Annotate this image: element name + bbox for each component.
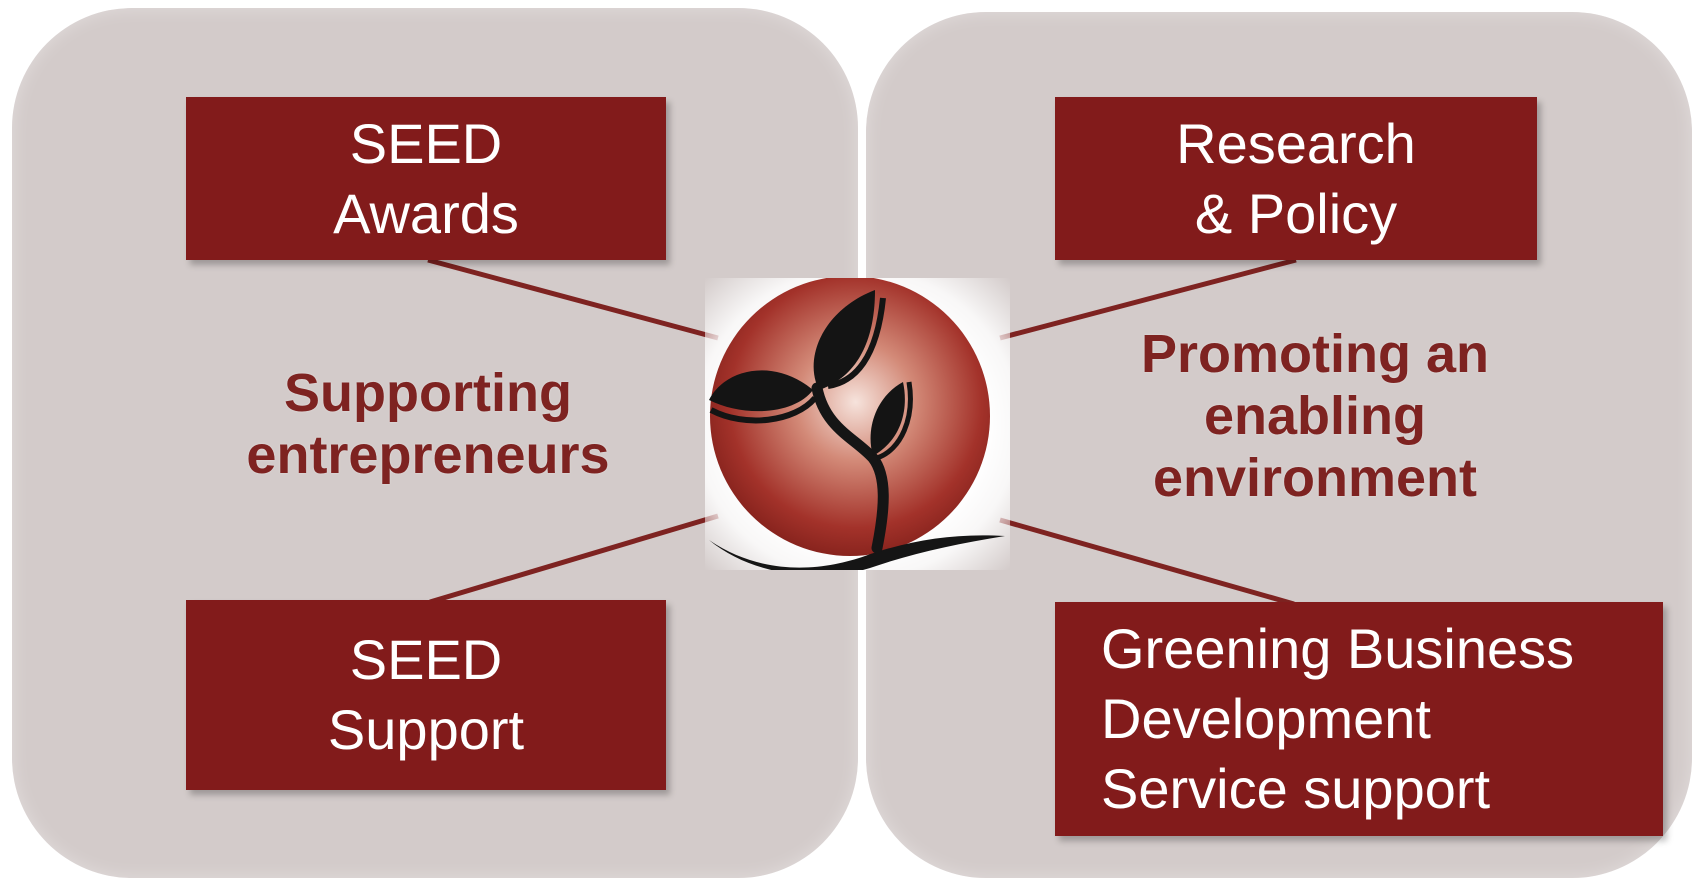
greening-line1: Greening Business <box>1101 617 1575 680</box>
research-policy-line2: & Policy <box>1194 181 1398 245</box>
seed-awards-line1: SEED <box>349 111 503 175</box>
theme-right-line3: environment <box>1152 448 1478 508</box>
leaf-right <box>870 382 905 456</box>
stem <box>811 382 889 554</box>
greening-line3: Service support <box>1101 757 1491 820</box>
theme-right-line2: enabling <box>1203 386 1426 446</box>
theme-left-line2: entrepreneurs <box>246 425 610 485</box>
leaf-left-highlight <box>709 395 818 424</box>
seed-logo <box>705 276 1010 576</box>
research-policy-line1: Research <box>1176 111 1416 175</box>
theme-enabling-environment: Promoting an enabling environment <box>1100 323 1530 509</box>
seed-support-line2: Support <box>327 698 525 761</box>
seedling-sphere-icon <box>709 276 1005 576</box>
research-policy-box: Research & Policy <box>1055 97 1537 260</box>
seed-support-line1: SEED <box>349 628 503 691</box>
seed-awards-line2: Awards <box>333 181 519 245</box>
leaf-right-highlight <box>876 381 913 461</box>
ground-stroke <box>709 535 1005 576</box>
theme-right-line1: Promoting an <box>1141 324 1489 384</box>
logo-sphere <box>710 276 990 556</box>
seed-awards-box: SEED Awards <box>186 97 666 260</box>
theme-left-line1: Supporting <box>284 363 572 423</box>
theme-supporting-entrepreneurs: Supporting entrepreneurs <box>218 362 638 486</box>
leaf-left <box>709 370 813 412</box>
greening-line2: Development <box>1101 687 1431 750</box>
leaf-top <box>813 290 875 390</box>
leaf-top-highlight <box>827 297 886 389</box>
seed-support-box: SEED Support <box>186 600 666 790</box>
greening-business-box: Greening Business Development Service su… <box>1055 602 1663 836</box>
